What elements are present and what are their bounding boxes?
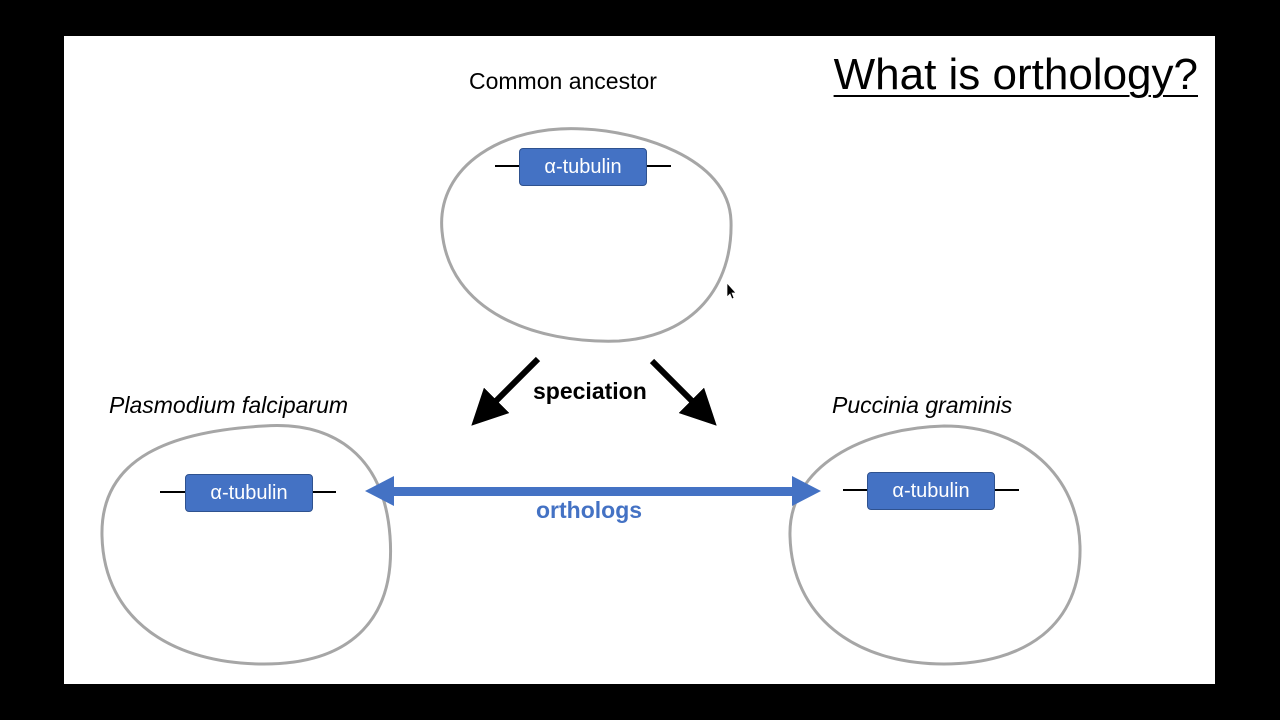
- left-species-label: Plasmodium falciparum: [109, 392, 349, 418]
- right-species-label: Puccinia graminis: [832, 392, 1013, 418]
- speciation-arrow-left: [471, 356, 541, 426]
- slide: What is orthology? Common ancestor α-: [64, 36, 1215, 684]
- ancestor-gene-box: α-tubulin: [519, 148, 647, 186]
- diagram-canvas: [100, 127, 1082, 666]
- speciation-arrow-right: [649, 358, 717, 426]
- speciation-label: speciation: [533, 378, 647, 404]
- right-gene-box: α-tubulin: [867, 472, 995, 510]
- common-ancestor-label: Common ancestor: [469, 68, 657, 94]
- slide-title: What is orthology?: [833, 50, 1198, 99]
- mouse-cursor: [726, 282, 737, 300]
- orthologs-double-arrow: [365, 476, 821, 506]
- common-ancestor-cell: [440, 127, 733, 343]
- left-gene-box: α-tubulin: [185, 474, 313, 512]
- right-species-cell: [788, 424, 1082, 666]
- orthologs-label: orthologs: [536, 497, 643, 523]
- left-species-cell: [100, 424, 393, 666]
